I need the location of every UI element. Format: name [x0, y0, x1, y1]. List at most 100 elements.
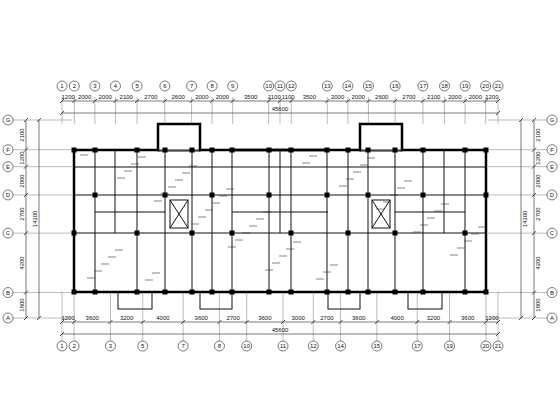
dimension-tick [519, 316, 523, 320]
axis-number: 4 [114, 83, 117, 89]
beam-annotation [87, 278, 95, 279]
column [421, 193, 426, 198]
axis-number: 19 [446, 343, 453, 349]
beam-annotation [124, 171, 132, 172]
axis-line [444, 97, 445, 124]
axis-number: 13 [324, 83, 331, 89]
axis-line [164, 97, 165, 124]
dimension-text: 2000 [448, 94, 461, 100]
column [72, 148, 77, 153]
column [163, 148, 168, 153]
beam-annotation [138, 157, 146, 158]
axis-bubble [390, 81, 400, 91]
axis-bubble [3, 190, 13, 200]
dimension-text: 45600 [272, 106, 289, 112]
beam-annotation [279, 256, 287, 257]
axis-number: 1 [60, 343, 63, 349]
axis-bubble [363, 81, 373, 91]
axis-letter: D [6, 192, 10, 198]
axis-bubble [69, 81, 79, 91]
column [190, 231, 195, 236]
axis-letter: A [6, 315, 10, 321]
axis-line [417, 292, 418, 341]
axis-bubble [242, 341, 252, 351]
dimension-text: 2700 [144, 94, 157, 100]
axis-number: 12 [288, 83, 295, 89]
axis-line [74, 97, 75, 124]
axis-line [449, 292, 450, 341]
axis-number: 20 [483, 343, 490, 349]
beam-annotation [457, 248, 465, 249]
axis-bubble [275, 81, 285, 91]
axis-letter: E [6, 164, 10, 170]
axis-bubble [105, 341, 115, 351]
dimension-text: 1100 [268, 94, 281, 100]
column [135, 290, 140, 295]
column [463, 231, 468, 236]
axis-bubble [278, 341, 288, 351]
axis-line [283, 292, 284, 341]
beam-annotation [131, 164, 139, 165]
dimension-text: 14300 [32, 211, 38, 228]
column [190, 290, 195, 295]
column [267, 193, 272, 198]
column [289, 231, 294, 236]
column [210, 193, 215, 198]
dimension-text: 2700 [226, 315, 239, 321]
dimension-text: 2100 [427, 94, 440, 100]
beam-annotation [242, 233, 250, 234]
axis-number: 17 [420, 83, 427, 89]
dimension-text: 3500 [303, 94, 316, 100]
dimension-text: 2000 [351, 94, 364, 100]
axis-line [347, 97, 348, 124]
column [325, 148, 330, 153]
column [163, 290, 168, 295]
axis-line [268, 97, 269, 124]
dimension-text: 3500 [244, 94, 257, 100]
dimension-text: 2100 [120, 94, 133, 100]
axis-number: 21 [495, 83, 502, 89]
axis-line [219, 292, 220, 341]
beam-annotation [376, 209, 384, 210]
beam-annotation [189, 166, 197, 167]
axis-bubble [343, 81, 353, 91]
dimension-tick [496, 332, 500, 336]
beam-annotation [286, 249, 294, 250]
beam-annotation [265, 270, 273, 271]
axis-line [13, 166, 72, 167]
axis-letter: F [550, 147, 554, 153]
beam-annotation [168, 187, 176, 188]
column [366, 148, 371, 153]
axis-line [115, 97, 116, 124]
dimension-text: 2600 [375, 94, 388, 100]
axis-letter: D [550, 192, 554, 198]
axis-bubble [264, 81, 274, 91]
beam-annotation [323, 272, 331, 273]
column [393, 290, 398, 295]
dimension-text: 1200 [535, 151, 541, 164]
dimension-text: 3600 [461, 315, 474, 321]
axis-bubble [547, 313, 557, 323]
dimension-text: 2100 [19, 128, 25, 141]
column [421, 290, 426, 295]
axis-bubble [460, 81, 470, 91]
beam-annotation [390, 195, 398, 196]
axis-line [422, 97, 423, 124]
dimension-text: 4200 [535, 256, 541, 269]
column [135, 148, 140, 153]
axis-line [340, 292, 341, 341]
dimension-text: 2000 [195, 94, 208, 100]
beam-annotation [478, 227, 486, 228]
column [93, 193, 98, 198]
axis-letter: G [6, 117, 11, 123]
dimension-text: 1100 [282, 94, 295, 100]
beam-annotation [175, 180, 183, 181]
axis-bubble [547, 288, 557, 298]
axis-line [485, 97, 486, 124]
axis-bubble [178, 341, 188, 351]
beam-annotation [404, 181, 412, 182]
dimension-text: 3600 [195, 315, 208, 321]
beam-annotation [263, 212, 271, 213]
